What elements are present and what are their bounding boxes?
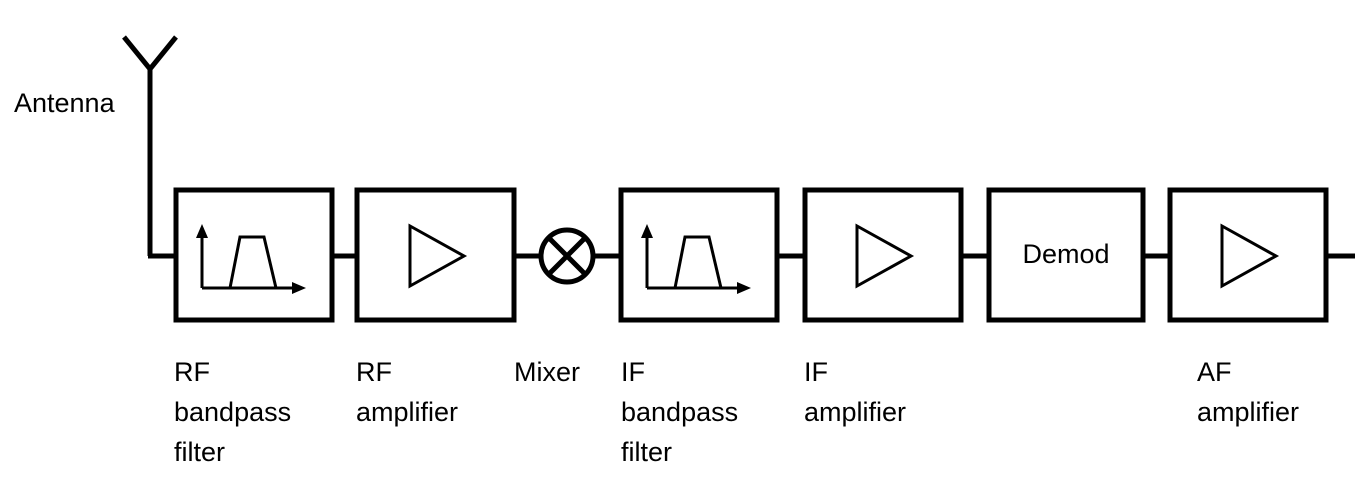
if-filter-block — [618, 187, 780, 323]
amplifier-triangle-icon — [408, 223, 468, 289]
rf-filter-label: RF bandpass filter — [174, 357, 292, 467]
amplifier-triangle-icon — [1220, 223, 1280, 289]
bandpass-filter-icon — [196, 224, 306, 294]
rf-amp-label: RF amplifier — [356, 357, 459, 427]
demod-label: Demod — [1022, 239, 1110, 269]
antenna-label: Antenna — [14, 88, 115, 118]
amplifier-triangle-icon — [855, 223, 915, 289]
antenna-icon — [122, 35, 178, 256]
rf-filter-block — [173, 187, 335, 323]
if-amp-block — [802, 187, 964, 323]
af-amp-label: AF amplifier — [1197, 357, 1300, 427]
if-amp-label: IF amplifier — [804, 357, 907, 427]
af-amp-block — [1167, 187, 1329, 323]
if-filter-label: IF bandpass filter — [621, 357, 739, 467]
mixer-icon — [538, 227, 596, 285]
mixer-label: Mixer — [514, 357, 580, 387]
rf-amp-block — [354, 187, 517, 323]
demod-block — [986, 187, 1146, 323]
bandpass-filter-icon — [641, 224, 751, 294]
